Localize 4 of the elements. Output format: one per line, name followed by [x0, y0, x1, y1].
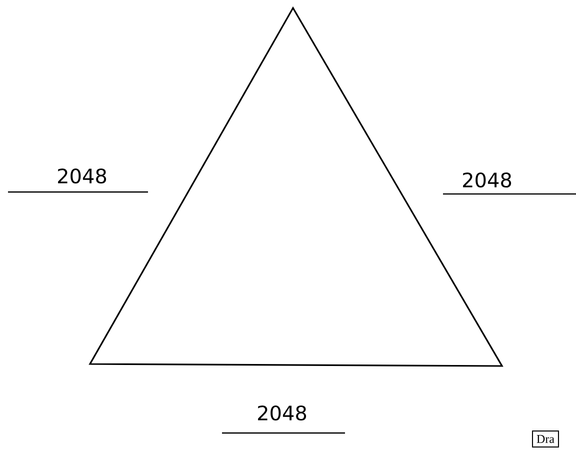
handwritten-answer: 2048 — [258, 405, 306, 421]
handwritten-answer: 2048 — [58, 168, 106, 184]
handwritten-answer: 2048 — [463, 172, 512, 188]
text-box: Dra — [532, 430, 559, 448]
